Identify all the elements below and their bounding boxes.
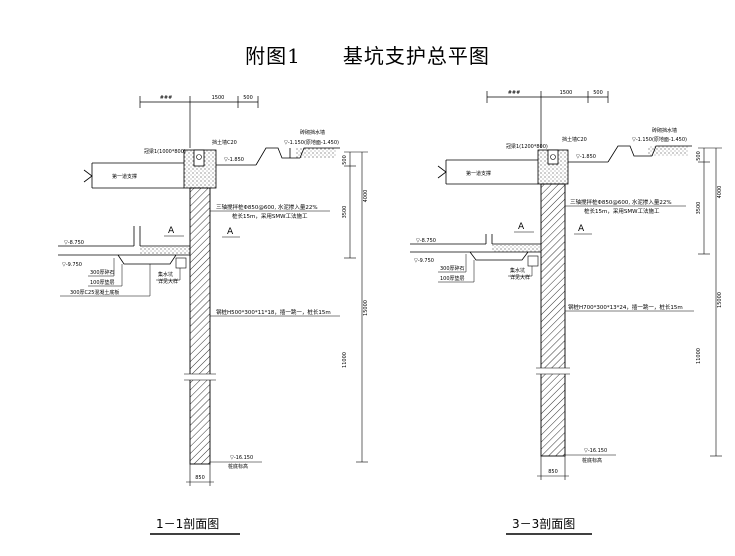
dim-right-e: 11000 bbox=[342, 352, 348, 368]
floor-elev: ▽-8.750 bbox=[416, 238, 436, 244]
floor-elev-2: ▽-9.750 bbox=[414, 258, 434, 264]
right-dimension bbox=[344, 151, 368, 463]
pit-note-2: 详见大样 bbox=[158, 278, 178, 285]
slope-small-label: 挡土墙C20 bbox=[212, 139, 237, 146]
top-dimension bbox=[486, 91, 609, 148]
layer-2: 100厚垫层 bbox=[440, 275, 465, 282]
top-dimension bbox=[139, 96, 259, 148]
dim-right-d: 15000 bbox=[363, 300, 369, 316]
floor-elev-2: ▽-9.750 bbox=[62, 262, 82, 268]
dim-right-a: 500 bbox=[696, 151, 702, 161]
bottom-width: 850 bbox=[548, 469, 558, 475]
pit-note: 集水坑 bbox=[158, 271, 173, 278]
dim-top-a: ### bbox=[508, 90, 521, 96]
section-1-1: ### 1500 500 冠梁1(1000*800) 第一道支撑 挡土墙C20 … bbox=[58, 95, 369, 535]
cap-beam-label: 冠梁1(1200*800) bbox=[506, 143, 548, 150]
section-mark-left: A bbox=[168, 226, 175, 236]
dim-top-c: 500 bbox=[243, 95, 253, 101]
layer-2: 100厚垫层 bbox=[90, 279, 115, 286]
smw-label: 三轴搅拌桩Φ850@600, 水泥掺入量22% bbox=[216, 203, 318, 211]
layer-1: 300厚碎石 bbox=[90, 269, 115, 276]
dim-top-a: ### bbox=[160, 95, 173, 101]
slope-note-label: 砖砌挡水墙 bbox=[300, 129, 325, 136]
support-label: 第一道支撑 bbox=[112, 173, 137, 180]
slope-elev-label: ▽-1.150(原地面-1.450) bbox=[632, 136, 687, 143]
layer-1: 300厚碎石 bbox=[440, 265, 465, 272]
dim-right-a: 500 bbox=[342, 155, 348, 165]
support-beam bbox=[83, 162, 184, 189]
dim-top-c: 500 bbox=[593, 90, 603, 96]
bottom-note: 桩底标高 bbox=[582, 457, 602, 464]
slope-elev-label: ▽-1.150(原地面-1.450) bbox=[284, 139, 339, 146]
slope-top-label: ▽-1.850 bbox=[224, 157, 244, 163]
section-3-3: ### 1500 500 冠梁1(1200*800) 第一道支撑 挡土墙C20 … bbox=[410, 90, 723, 535]
smw-label-2: 桩长15m，采用SMW工法施工 bbox=[232, 212, 308, 220]
steel-label: 钢桩H700*300*13*24，插一跳一，桩长15m bbox=[568, 303, 683, 311]
section-mark-right: A bbox=[227, 227, 234, 237]
dim-top-b: 1500 bbox=[560, 90, 573, 96]
bottom-width: 850 bbox=[195, 475, 205, 481]
layer-3: 300厚C25混凝土底板 bbox=[70, 289, 119, 296]
slope-note-label: 砖砌挡水墙 bbox=[652, 127, 677, 134]
smw-label-2: 桩长15m，采用SMW工法施工 bbox=[584, 207, 660, 215]
pit-note-2: 详见大样 bbox=[510, 274, 530, 281]
section-caption: 1－1剖面图 bbox=[156, 517, 219, 531]
smw-label: 三轴搅拌桩Φ850@600, 水泥掺入量22% bbox=[570, 198, 672, 206]
dim-top-b: 1500 bbox=[212, 95, 225, 101]
smw-pile bbox=[189, 187, 211, 465]
section-mark-right: A bbox=[578, 224, 585, 234]
section-caption: 3－3剖面图 bbox=[512, 517, 575, 531]
dim-right-c: 3500 bbox=[342, 206, 348, 219]
slope-top-label: ▽-1.850 bbox=[576, 154, 596, 160]
support-beam bbox=[437, 159, 538, 185]
dim-right-c: 3500 bbox=[696, 202, 702, 215]
support-label: 第一道支撑 bbox=[466, 170, 491, 177]
slope-small-label: 挡土墙C20 bbox=[562, 136, 587, 143]
right-dimension bbox=[698, 147, 722, 457]
floor-elev: ▽-8.750 bbox=[64, 240, 84, 246]
pit-note: 集水坑 bbox=[510, 267, 525, 274]
drawing-title: 附图1 基坑支护总平图 bbox=[245, 44, 490, 68]
dim-right-b: 4000 bbox=[717, 186, 723, 199]
steel-label: 钢桩H500*300*11*18，插一跳一，桩长15m bbox=[216, 308, 331, 316]
dim-right-b: 4000 bbox=[363, 190, 369, 203]
section-mark-left: A bbox=[518, 222, 525, 232]
bottom-elev: ▽-16.150 bbox=[230, 455, 253, 461]
dim-right-e: 11000 bbox=[696, 348, 702, 364]
bottom-elev: ▽-16.150 bbox=[584, 448, 607, 454]
smw-pile bbox=[540, 183, 566, 457]
cap-beam-label: 冠梁1(1000*800) bbox=[144, 148, 186, 155]
dim-right-d: 15000 bbox=[717, 292, 723, 308]
bottom-note: 桩底标高 bbox=[228, 463, 248, 470]
